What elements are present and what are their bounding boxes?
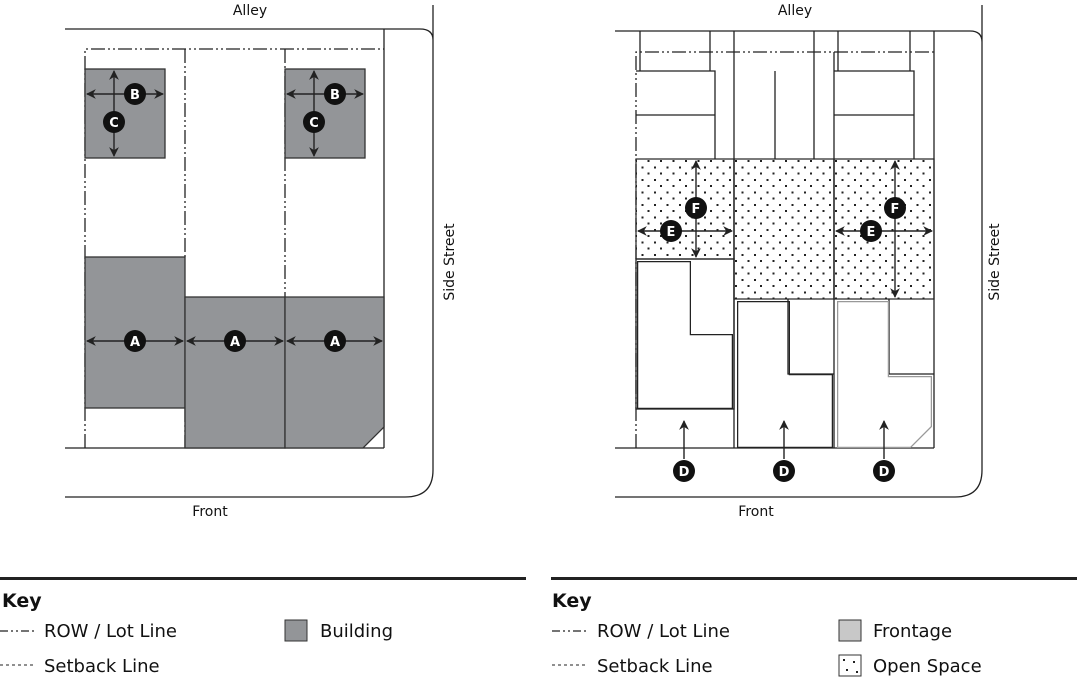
open-space (635, 158, 735, 260)
svg-text:C: C (309, 116, 319, 131)
key-label: ROW / Lot Line (44, 621, 177, 642)
key-label: ROW / Lot Line (597, 621, 730, 642)
key-label: Setback Line (597, 656, 713, 677)
key-label: Building (320, 621, 393, 642)
marker-d: D (873, 460, 895, 482)
lot-line (84, 48, 384, 448)
marker-c: C (303, 111, 325, 133)
left-key: Key ROW / Lot Line Setback Line Building (0, 577, 526, 677)
principal-building (184, 296, 286, 449)
marker-a: A (324, 330, 346, 352)
right-key: Key ROW / Lot Line Setback Line Frontage… (551, 577, 1077, 677)
side-street-label: Side Street (442, 223, 458, 301)
swatch-dot (853, 661, 855, 663)
front-label: Front (192, 504, 228, 520)
marker-a: A (224, 330, 246, 352)
frontage-building-inner (638, 262, 732, 408)
building-swatch (284, 619, 308, 642)
marker-f: F (884, 197, 906, 219)
svg-text:E: E (667, 225, 676, 240)
key-divider (0, 577, 526, 580)
svg-text:D: D (879, 465, 890, 480)
key-title: Key (2, 590, 42, 612)
principal-building-corner (284, 296, 385, 449)
svg-text:D: D (679, 465, 690, 480)
svg-text:A: A (330, 335, 340, 350)
svg-text:F: F (891, 202, 900, 217)
marker-b: B (324, 83, 346, 105)
left-diagram: Alley Front Side Street B C B C A A (65, 3, 458, 520)
key-label: Open Space (873, 656, 982, 677)
svg-text:F: F (692, 202, 701, 217)
right-diagram: Alley Front Side Street (615, 3, 1003, 520)
accessory-building (284, 68, 366, 159)
alley-edge (65, 5, 434, 41)
marker-f: F (685, 197, 707, 219)
alley-edge (615, 5, 983, 43)
svg-text:B: B (130, 88, 140, 103)
open-space (833, 158, 935, 300)
svg-text:A: A (230, 335, 240, 350)
side-street-label: Side Street (987, 223, 1003, 301)
frontage-swatch (838, 619, 862, 642)
marker-b: B (124, 83, 146, 105)
curb-line (65, 40, 434, 498)
key-label: Setback Line (44, 656, 160, 677)
alley-label: Alley (233, 3, 267, 19)
marker-d: D (673, 460, 695, 482)
frontage-building-inner (838, 302, 931, 447)
swatch-dot (856, 671, 858, 673)
marker-c: C (103, 111, 125, 133)
accessory-building (84, 68, 166, 159)
svg-text:D: D (779, 465, 790, 480)
marker-e: E (660, 220, 682, 242)
svg-text:E: E (867, 225, 876, 240)
garage (834, 70, 915, 159)
lot-area-line (888, 299, 934, 375)
lot-divider-lines (639, 31, 911, 448)
key-title: Key (552, 590, 592, 612)
swatch-dot (843, 659, 845, 661)
alley-label: Alley (778, 3, 812, 19)
marker-a: A (124, 330, 146, 352)
key-label: Frontage (873, 621, 952, 642)
lot-area-line (787, 299, 834, 375)
front-label: Front (738, 504, 774, 520)
open-space (733, 158, 835, 300)
key-divider (551, 577, 1077, 580)
garage (636, 70, 716, 159)
marker-e: E (860, 220, 882, 242)
marker-d: D (773, 460, 795, 482)
curb-line (615, 42, 983, 498)
svg-text:B: B (330, 88, 340, 103)
swatch-dot (846, 669, 848, 671)
svg-text:C: C (109, 116, 119, 131)
svg-text:A: A (130, 335, 140, 350)
